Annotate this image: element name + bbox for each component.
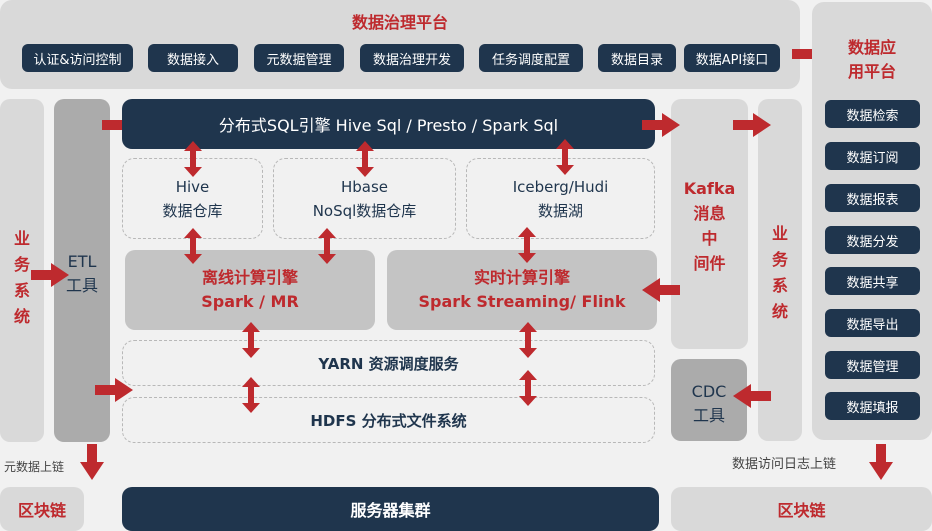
etl-tool-label: ETL 工具 (54, 250, 110, 298)
offline-engine-line1: 离线计算引擎 (201, 268, 298, 287)
right-business-system-label: 业 务 系 统 (758, 221, 802, 325)
governance-platform-title: 数据治理平台 (351, 13, 448, 32)
app-platform-title: 数据应 用平台 (812, 36, 932, 84)
arrow-left-icon (642, 278, 680, 302)
right-business-system-panel (758, 99, 802, 441)
char: 统 (13, 307, 30, 326)
blockchain-left: 区块链 (0, 487, 84, 531)
yarn-label: YARN 资源调度服务 (318, 354, 459, 373)
hdfs-label: HDFS 分布式文件系统 (310, 411, 467, 430)
cdc-line2: 工具 (692, 406, 725, 425)
kafka-line4: 间件 (693, 254, 726, 273)
kafka-line1: Kafka (683, 179, 736, 198)
sql-engine-label: 分布式SQL引擎 Hive Sql / Presto / Spark Sql (218, 116, 559, 135)
offline-engine-line2: Spark / MR (201, 292, 299, 311)
blockchain-left-label: 区块链 (17, 501, 66, 520)
app-item-share[interactable]: 数据共享 (825, 267, 920, 295)
app-platform-title-line1: 数据应 (847, 38, 896, 57)
app-item-fill[interactable]: 数据填报 (825, 392, 920, 420)
arrow-down-icon (869, 444, 893, 480)
storage-hive-line1: Hive (175, 177, 210, 196)
storage-hbase: Hbase NoSql数据仓库 (273, 158, 456, 239)
realtime-engine-line2: Spark Streaming/ Flink (418, 292, 626, 311)
app-platform-title-line2: 用平台 (847, 62, 896, 81)
double-arrow-icon (242, 322, 260, 358)
kafka-line3: 中 (701, 229, 718, 248)
char: 务 (13, 255, 30, 274)
offline-engine-box: 离线计算引擎 Spark / MR (125, 250, 375, 330)
left-chain-caption: 元数据上链 (4, 460, 65, 474)
kafka-label: Kafka 消息 中 间件 (671, 176, 748, 276)
double-arrow-icon (556, 139, 574, 175)
governance-item-auth[interactable]: 认证&访问控制 (22, 44, 133, 72)
left-business-system-label: 业 务 系 统 (0, 226, 44, 330)
double-arrow-icon (519, 322, 537, 358)
storage-datalake: Iceberg/Hudi 数据湖 (466, 158, 655, 239)
governance-item-metadata[interactable]: 元数据管理 (254, 44, 344, 72)
arrow-left-icon (733, 384, 771, 408)
governance-item-catalog[interactable]: 数据目录 (598, 44, 676, 72)
governance-item-api[interactable]: 数据API接口 (684, 44, 780, 72)
char: 统 (771, 302, 788, 321)
cdc-tool-panel (671, 359, 747, 441)
storage-datalake-line2: 数据湖 (537, 201, 583, 220)
storage-hive-line2: 数据仓库 (162, 201, 223, 220)
realtime-engine-box: 实时计算引擎 Spark Streaming/ Flink (387, 250, 657, 330)
arrow-right-icon (31, 263, 69, 287)
arrow-right-icon (733, 113, 771, 137)
char: 系 (771, 276, 788, 295)
governance-item-ingest[interactable]: 数据接入 (148, 44, 238, 72)
app-item-export[interactable]: 数据导出 (825, 309, 920, 337)
governance-item-schedule[interactable]: 任务调度配置 (479, 44, 583, 72)
yarn-layer: YARN 资源调度服务 (122, 340, 655, 386)
double-arrow-icon (184, 228, 202, 264)
double-arrow-icon (518, 227, 536, 263)
kafka-line2: 消息 (693, 204, 726, 223)
storage-hbase-line1: Hbase (340, 177, 389, 196)
char: 务 (771, 250, 788, 269)
app-item-subscribe[interactable]: 数据订阅 (825, 142, 920, 170)
cdc-tool-label: CDC 工具 (671, 380, 747, 428)
storage-hbase-line2: NoSql数据仓库 (312, 201, 417, 220)
char: 业 (13, 229, 30, 248)
blockchain-right-label: 区块链 (777, 501, 826, 520)
governance-item-dev[interactable]: 数据治理开发 (360, 44, 464, 72)
etl-line2: 工具 (65, 276, 98, 295)
double-arrow-icon (242, 377, 260, 413)
storage-datalake-line1: Iceberg/Hudi (512, 177, 609, 196)
char: 系 (13, 281, 30, 300)
double-arrow-icon (519, 370, 537, 406)
etl-tool-panel (54, 99, 110, 442)
app-item-report[interactable]: 数据报表 (825, 184, 920, 212)
realtime-engine-line1: 实时计算引擎 (473, 268, 570, 287)
arrow-down-icon (80, 444, 104, 480)
double-arrow-icon (184, 141, 202, 177)
hdfs-layer: HDFS 分布式文件系统 (122, 397, 655, 443)
sql-engine-bar: 分布式SQL引擎 Hive Sql / Presto / Spark Sql (122, 99, 655, 149)
double-arrow-icon (318, 228, 336, 264)
right-chain-caption: 数据访问日志上链 (732, 457, 837, 472)
kafka-panel (671, 99, 748, 349)
arrow-right-icon (95, 378, 133, 402)
app-item-search[interactable]: 数据检索 (825, 100, 920, 128)
server-cluster-label: 服务器集群 (350, 501, 431, 520)
double-arrow-icon (356, 141, 374, 177)
cdc-line1: CDC (691, 382, 727, 401)
arrow-right-icon (642, 113, 680, 137)
char: 业 (771, 224, 788, 243)
app-item-distribute[interactable]: 数据分发 (825, 226, 920, 254)
server-cluster: 服务器集群 (122, 487, 659, 531)
blockchain-right: 区块链 (671, 487, 932, 531)
app-item-manage[interactable]: 数据管理 (825, 351, 920, 379)
etl-line1: ETL (67, 252, 97, 271)
